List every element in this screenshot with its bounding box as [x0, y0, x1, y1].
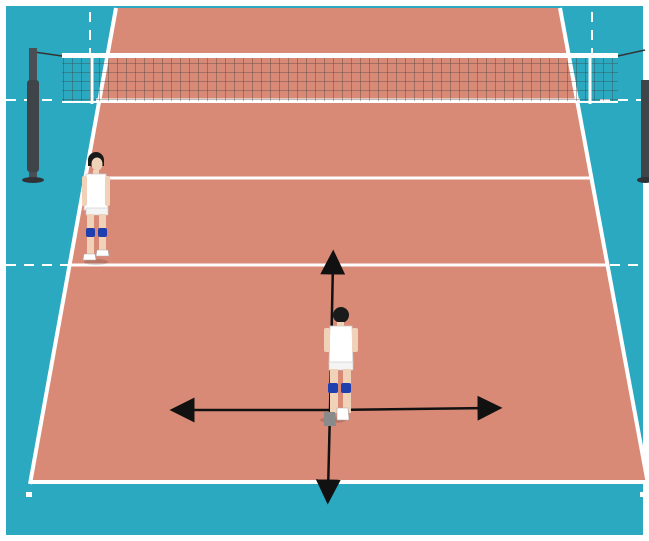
corner-mark-left — [26, 492, 32, 497]
corner-mark-right — [640, 492, 646, 497]
net-icon — [34, 50, 645, 104]
